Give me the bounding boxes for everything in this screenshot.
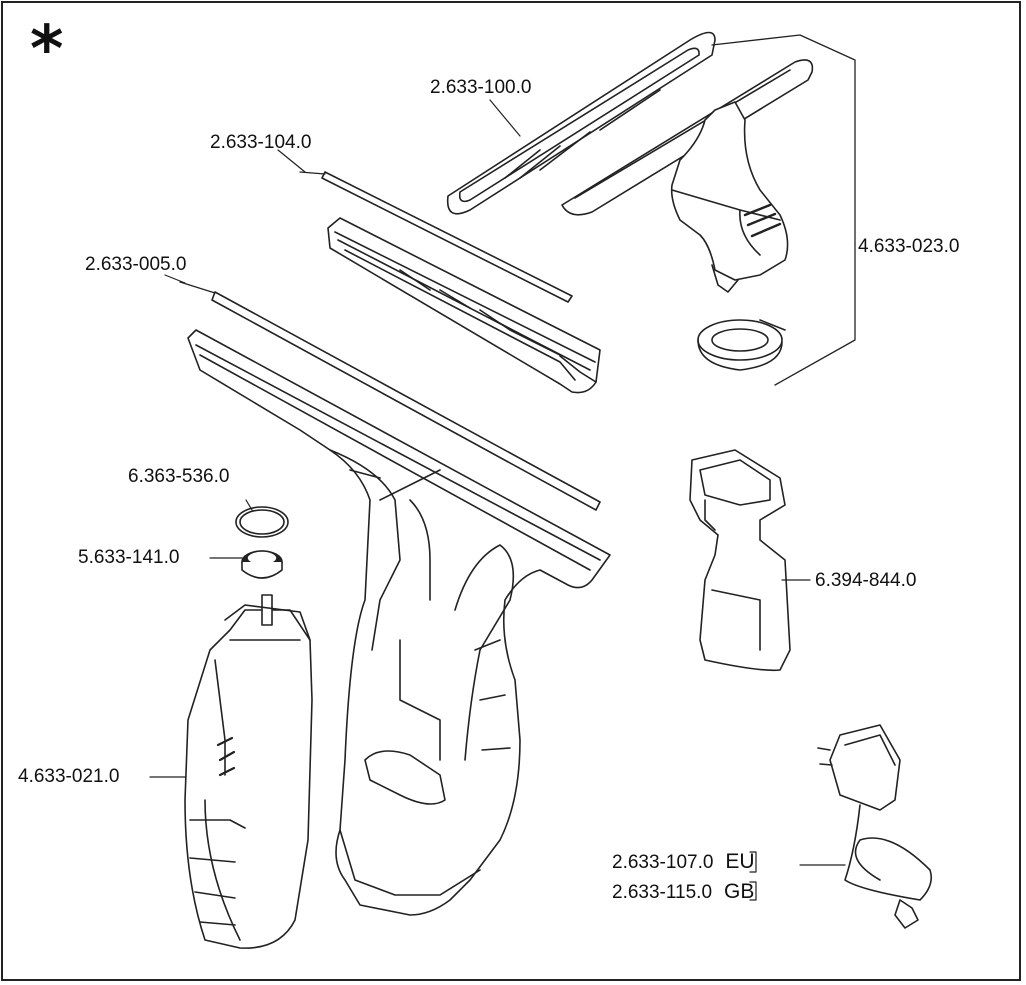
o-ring-drawing	[235, 506, 289, 538]
label-blade-wide: 2.633-005.0	[85, 254, 187, 275]
blade-wide-drawing	[179, 281, 601, 511]
charger-eu-number: 2.633-107.0	[612, 852, 714, 873]
label-blade-narrow: 2.633-104.0	[210, 132, 312, 153]
asterisk-marker: *	[30, 13, 64, 87]
label-seal-ring: 5.633-141.0	[78, 547, 180, 568]
main-unit-drawing	[187, 329, 611, 916]
label-spray-bottle: 6.394-844.0	[815, 570, 917, 591]
charger-gb-number: 2.633-115.0	[612, 882, 713, 903]
label-o-ring: 6.363-536.0	[128, 466, 230, 487]
squeegee-lip-drawing	[446, 31, 716, 215]
spray-bottle-drawing	[689, 449, 791, 672]
leader-lines	[149, 99, 856, 901]
label-charger-gb: 2.633-115.0 GB	[612, 880, 755, 903]
water-tank-drawing	[184, 594, 313, 949]
seal-ring-drawing	[241, 550, 283, 579]
charger-drawing	[817, 724, 933, 929]
charger-eu-region: EU	[725, 850, 755, 873]
label-water-tank: 4.633-021.0	[18, 766, 120, 787]
blade-narrow-drawing	[299, 171, 573, 303]
label-charger-eu: 2.633-107.0 EU	[612, 850, 755, 873]
squeegee-carrier-drawing	[327, 217, 601, 394]
charger-gb-region: GB	[724, 880, 755, 903]
suction-nozzle-drawing	[561, 34, 856, 386]
label-squeegee-lip: 2.633-100.0	[430, 77, 532, 98]
label-suction-nozzle-kit: 4.633-023.0	[858, 236, 960, 257]
